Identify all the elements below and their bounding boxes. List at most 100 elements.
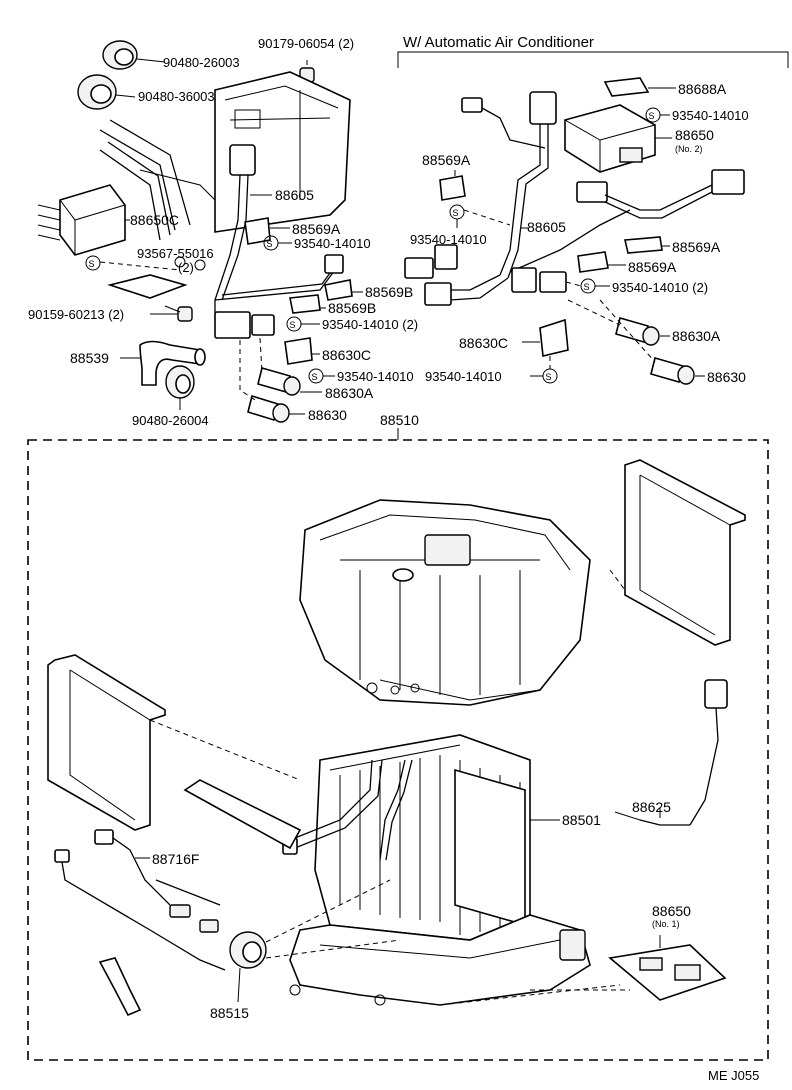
clamp-88569a-right3 xyxy=(577,251,609,273)
screw-symbol-left1: S xyxy=(263,235,279,251)
clamp-88569a-right2 xyxy=(624,236,663,254)
svg-text:S: S xyxy=(267,239,273,249)
thermistor-88716f xyxy=(94,829,221,933)
label-88569a-right3: 88569A xyxy=(628,259,677,275)
screw-symbol-right3: S xyxy=(580,278,596,294)
svg-text:S: S xyxy=(453,208,459,218)
label-93540-left1: 93540-14010 xyxy=(294,236,371,251)
clamp-88569a-right1 xyxy=(439,175,466,201)
label-88650-no2-sub: (No. 2) xyxy=(675,144,703,154)
svg-text:S: S xyxy=(649,111,655,121)
leader-line xyxy=(115,94,136,98)
label-93540-right3: 93540-14010 (2) xyxy=(612,280,708,295)
sensor-88625 xyxy=(614,679,728,826)
screw-symbol-93567: S xyxy=(85,255,101,271)
drain-hose xyxy=(183,779,302,850)
label-88605-left: 88605 xyxy=(275,187,314,203)
bracket-left xyxy=(107,256,206,299)
label-90159-60213: 90159-60213 (2) xyxy=(28,307,124,322)
sensor-88515 xyxy=(229,879,401,969)
label-88625: 88625 xyxy=(632,799,671,815)
sensor-88630-right xyxy=(650,357,695,385)
leader-line xyxy=(237,967,241,1003)
grommet-26004 xyxy=(165,365,195,399)
amplifier-88650c xyxy=(37,184,126,256)
label-88630-right: 88630 xyxy=(707,369,746,385)
evaporator-core-88501 xyxy=(314,734,531,941)
pipes-upper-left xyxy=(99,119,216,241)
screw-symbol-right1: S xyxy=(645,107,661,123)
upper-housing xyxy=(214,71,351,233)
guide-line xyxy=(239,340,256,401)
label-88515: 88515 xyxy=(210,1005,249,1021)
screw-symbol-right4: S xyxy=(542,368,558,384)
screw-symbol-left2: S xyxy=(286,316,302,332)
screw-symbol-left3: S xyxy=(308,368,324,384)
label-90480-26003: 90480-26003 xyxy=(163,55,240,70)
label-90480-26004: 90480-26004 xyxy=(132,413,209,428)
automatic-ac-section-bracket xyxy=(397,51,789,68)
amplifier-88650-no2 xyxy=(564,104,656,173)
label-88650-no1: 88650 xyxy=(652,903,691,919)
label-88650-no2: 88650 xyxy=(675,127,714,143)
label-88510: 88510 xyxy=(380,412,419,428)
grommet-36003 xyxy=(77,74,117,110)
grommet-26003 xyxy=(102,40,138,70)
drain-hose-88539 xyxy=(139,340,206,386)
seal-frame-upper-right xyxy=(624,459,746,646)
evaporator-case-upper xyxy=(299,499,591,706)
label-88569a-left: 88569A xyxy=(292,221,341,237)
capillary-tube xyxy=(54,849,226,971)
label-93540-right2: 93540-14010 xyxy=(410,232,487,247)
label-93540-left3: 93540-14010 xyxy=(337,369,414,384)
screw-symbol-right2: S xyxy=(449,204,465,220)
label-88688a: 88688A xyxy=(678,81,727,97)
assembly-88510-border xyxy=(27,428,769,1061)
clamp-88569b-2 xyxy=(289,294,321,314)
guide-line xyxy=(259,337,263,373)
guide-line xyxy=(149,719,301,781)
label-93540-right4: 93540-14010 xyxy=(425,369,502,384)
guide-line xyxy=(565,281,582,287)
evaporator-case-lower xyxy=(289,914,591,1006)
svg-text:S: S xyxy=(290,320,296,330)
sensor-88630a-left xyxy=(257,367,301,396)
wire-harness-88605-right xyxy=(404,107,713,306)
wire-harness-88605-left xyxy=(214,144,344,339)
svg-text:S: S xyxy=(584,282,590,292)
label-88630c-right: 88630C xyxy=(459,335,508,351)
label-88650c: 88650C xyxy=(130,212,179,228)
label-93540-right1: 93540-14010 xyxy=(672,108,749,123)
label-88539: 88539 xyxy=(70,350,109,366)
label-88569b-2: 88569B xyxy=(328,300,376,316)
small-hose xyxy=(98,957,142,1017)
bracket-88630c-left xyxy=(284,337,313,365)
leader-line xyxy=(136,58,166,63)
svg-text:S: S xyxy=(89,259,95,269)
label-88630-left: 88630 xyxy=(308,407,347,423)
footer-code: ME J055 xyxy=(708,1068,759,1083)
guide-line xyxy=(439,984,621,1006)
svg-text:S: S xyxy=(312,372,318,382)
seal-frame-lower-left xyxy=(47,654,166,831)
label-90179-06054: 90179-06054 (2) xyxy=(258,36,354,51)
guide-line xyxy=(609,569,626,591)
guide-line xyxy=(567,299,621,326)
connector-top-right xyxy=(461,91,745,203)
bracket-88688a xyxy=(603,77,650,97)
label-88630a-left: 88630A xyxy=(325,385,374,401)
clamp-88569b-1 xyxy=(324,279,353,301)
leader-line xyxy=(99,261,181,271)
label-90480-36003: 90480-36003 xyxy=(138,89,215,104)
label-93540-left2: 93540-14010 (2) xyxy=(322,317,418,332)
sensor-88630-left xyxy=(247,394,290,423)
label-93567-55016: 93567-55016 xyxy=(137,246,214,261)
label-93567-qty: (2) xyxy=(178,260,194,275)
label-88716f: 88716F xyxy=(152,851,199,867)
section-title: W/ Automatic Air Conditioner xyxy=(403,34,594,51)
label-88569a-right1: 88569A xyxy=(422,152,471,168)
label-88569b-1: 88569B xyxy=(365,284,413,300)
label-88630c-left: 88630C xyxy=(322,347,371,363)
label-88501: 88501 xyxy=(562,812,601,828)
label-88569a-right2: 88569A xyxy=(672,239,721,255)
